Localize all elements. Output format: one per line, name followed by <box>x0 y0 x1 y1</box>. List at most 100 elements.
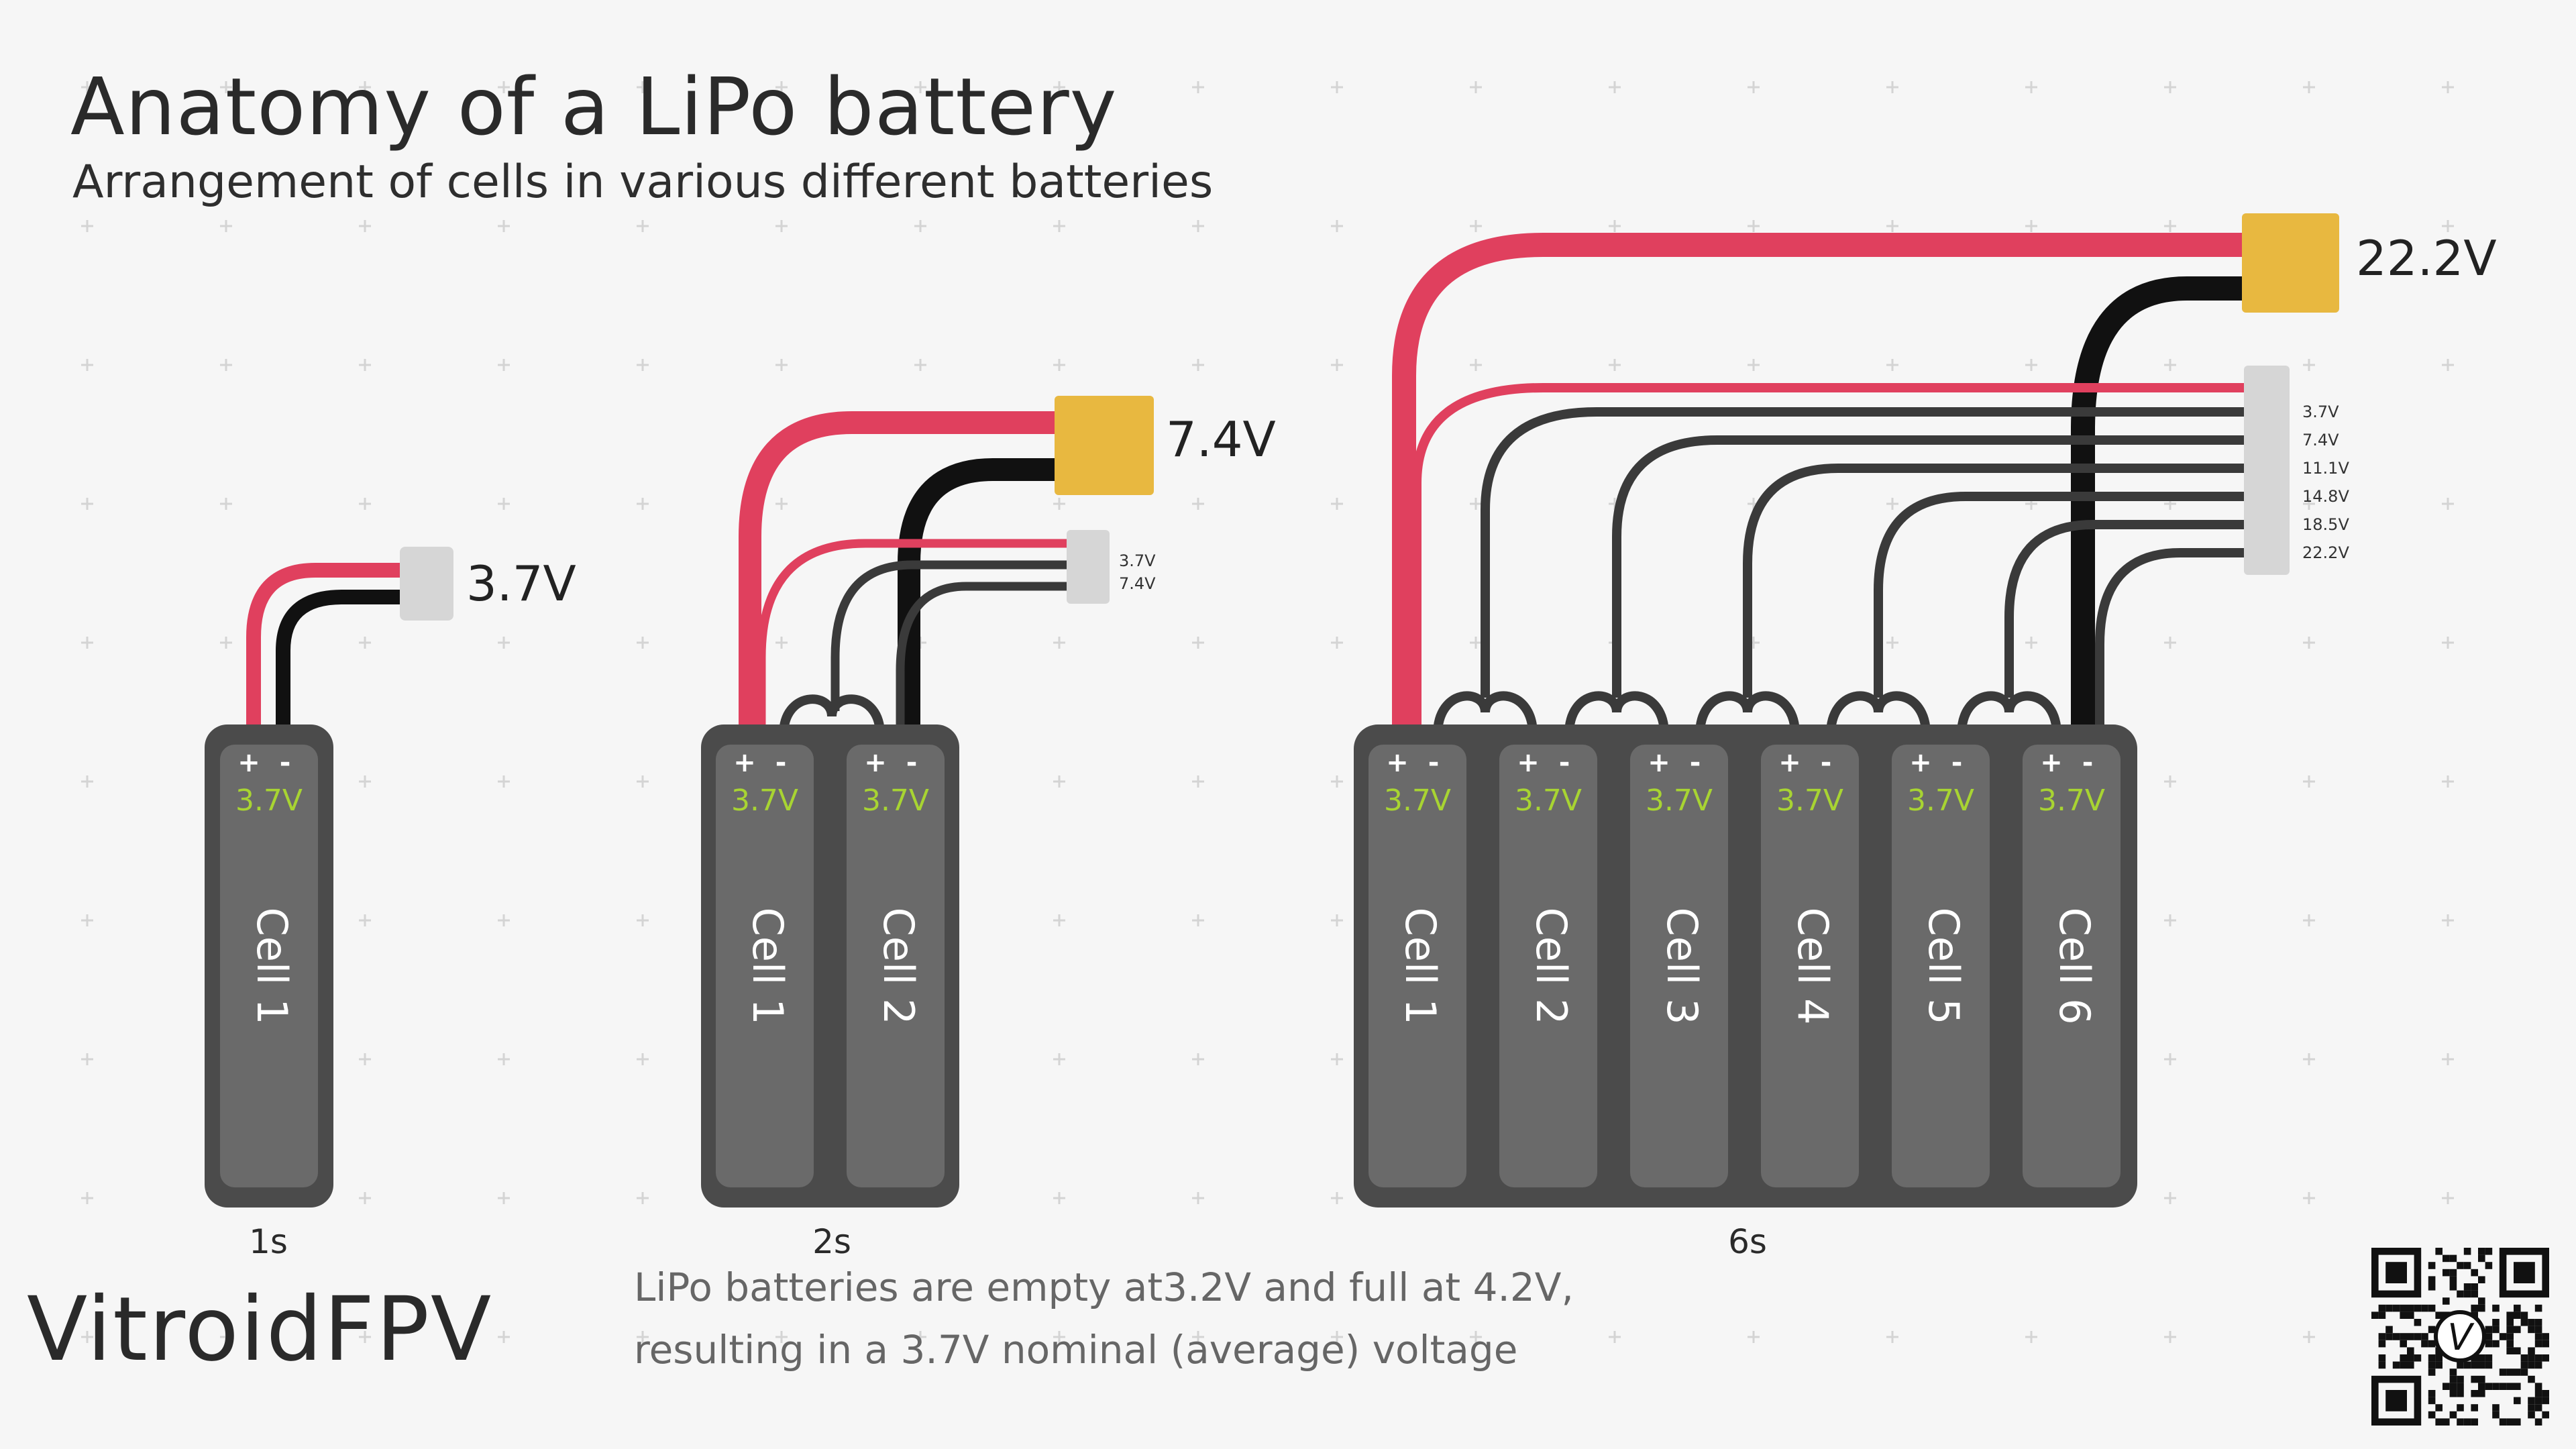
grid-plus-mark <box>359 1053 371 1065</box>
grid-plus-mark <box>1748 359 1760 371</box>
grid-plus-mark <box>2442 359 2454 371</box>
grid-plus-mark <box>1609 1331 1621 1343</box>
grid-plus-mark <box>498 1192 510 1204</box>
grid-plus-mark <box>1609 81 1621 93</box>
grid-plus-mark <box>2303 1331 2315 1343</box>
grid-plus-mark <box>1470 498 1482 510</box>
xt-connector <box>1055 396 1154 495</box>
grid-plus-mark <box>498 1053 510 1065</box>
grid-plus-mark <box>1053 775 1065 788</box>
grid-plus-mark <box>1470 359 1482 371</box>
grid-plus-mark <box>359 498 371 510</box>
balance-connector <box>1067 530 1110 604</box>
cell: + - 3.7V Cell 1 <box>220 745 318 1187</box>
balance-tap-label: 7.4V <box>1119 574 1156 593</box>
grid-plus-mark <box>637 1331 649 1343</box>
grid-plus-mark <box>1748 1331 1760 1343</box>
terminal-minus: - <box>1821 747 1832 778</box>
grid-plus-mark <box>359 1192 371 1204</box>
cell-voltage: 3.7V <box>235 784 303 818</box>
terminal-plus: + <box>1517 747 1540 778</box>
terminal-plus: + <box>864 747 887 778</box>
terminal-plus: + <box>1909 747 1932 778</box>
grid-plus-mark <box>1053 1192 1065 1204</box>
grid-plus-mark <box>2442 775 2454 788</box>
balance-tap-label: 7.4V <box>2302 431 2339 449</box>
cell-voltage: 3.7V <box>1384 784 1451 818</box>
terminal-plus: + <box>733 747 756 778</box>
page-title: Anatomy of a LiPo battery <box>70 60 1118 153</box>
grid-plus-mark <box>498 220 510 232</box>
terminal-minus: - <box>1951 747 1963 778</box>
cell-name: Cell 4 <box>1788 907 1837 1024</box>
wires-6s <box>1392 233 2247 745</box>
battery-1s: 3.7V + - 3.7V Cell 1 <box>205 547 576 1208</box>
grid-plus-mark <box>1331 498 1343 510</box>
grid-plus-mark <box>2164 1053 2176 1065</box>
grid-plus-mark <box>637 220 649 232</box>
cell-name: Cell 6 <box>2050 907 2099 1024</box>
cell-voltage: 3.7V <box>1776 784 1843 818</box>
grid-plus-mark <box>81 637 93 649</box>
grid-plus-mark <box>498 1331 510 1343</box>
cell-name: Cell 1 <box>248 907 297 1024</box>
balance-connector <box>2244 366 2290 575</box>
battery-label-1s: 1s <box>249 1222 288 1261</box>
grid-plus-mark <box>359 1331 371 1343</box>
cell-name: Cell 5 <box>1919 907 1968 1024</box>
wires-2s <box>739 411 1073 745</box>
grid-plus-mark <box>1748 220 1760 232</box>
terminal-minus: - <box>1559 747 1570 778</box>
grid-plus-mark <box>1470 81 1482 93</box>
footnote-line-1: LiPo batteries are empty at3.2V and full… <box>634 1265 1574 1310</box>
grid-plus-mark <box>2303 1053 2315 1065</box>
cell-name: Cell 2 <box>874 907 923 1024</box>
terminal-plus: + <box>1386 747 1409 778</box>
grid-plus-mark <box>2164 775 2176 788</box>
balance-connector <box>400 547 453 621</box>
cell-voltage: 3.7V <box>862 784 929 818</box>
cell-body <box>847 745 945 1187</box>
grid-plus-mark <box>1053 81 1065 93</box>
terminal-minus: - <box>280 747 291 778</box>
grid-plus-mark <box>775 498 788 510</box>
grid-plus-mark <box>220 359 232 371</box>
balance-tap-label: 3.7V <box>1119 551 1156 570</box>
grid-plus-mark <box>2442 637 2454 649</box>
grid-plus-mark <box>359 220 371 232</box>
grid-plus-mark <box>2442 81 2454 93</box>
balance-tap-label: 18.5V <box>2302 515 2349 534</box>
grid-plus-mark <box>1470 1331 1482 1343</box>
balance-tap-label: 11.1V <box>2302 459 2349 478</box>
grid-plus-mark <box>2164 1192 2176 1204</box>
grid-plus-mark <box>1053 498 1065 510</box>
grid-plus-mark <box>1192 81 1204 93</box>
grid-plus-mark <box>81 220 93 232</box>
grid-plus-mark <box>637 637 649 649</box>
grid-plus-mark <box>775 637 788 649</box>
cell-body <box>1368 745 1466 1187</box>
output-voltage: 22.2V <box>2356 230 2497 286</box>
terminal-plus: + <box>2040 747 2063 778</box>
grid-plus-mark <box>1886 81 1898 93</box>
grid-plus-mark <box>1192 220 1204 232</box>
brand-logo: VitroidFPV <box>27 1278 493 1381</box>
grid-plus-mark <box>81 498 93 510</box>
grid-plus-mark <box>2164 914 2176 926</box>
grid-plus-mark <box>1192 1331 1204 1343</box>
grid-plus-mark <box>498 359 510 371</box>
cell-body <box>716 745 814 1187</box>
cell-voltage: 3.7V <box>1646 784 1713 818</box>
grid-plus-mark <box>2442 498 2454 510</box>
grid-plus-mark <box>1886 359 1898 371</box>
grid-plus-mark <box>2303 637 2315 649</box>
grid-plus-mark <box>1053 637 1065 649</box>
grid-plus-mark <box>1053 220 1065 232</box>
